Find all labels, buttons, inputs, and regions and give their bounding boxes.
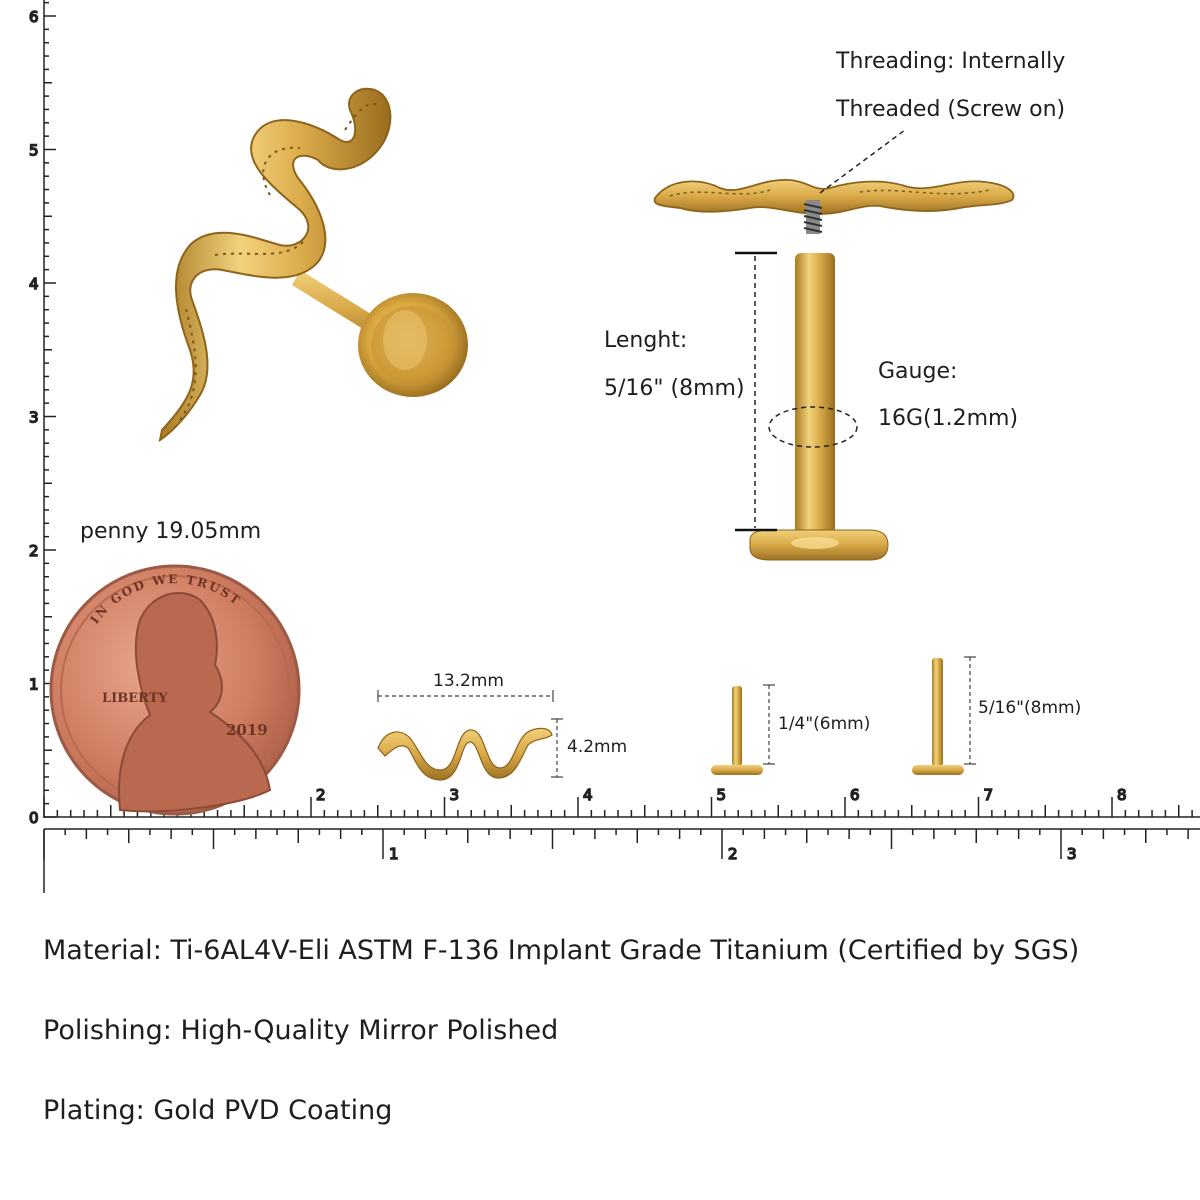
vruler-label: 4 bbox=[29, 275, 39, 293]
penny-year-text: 2019 bbox=[226, 721, 268, 739]
hruler-cm-label: 8 bbox=[1117, 786, 1127, 804]
vertical-ruler: 0 1 2 3 4 5 6 bbox=[28, 0, 56, 828]
post-6mm bbox=[711, 684, 775, 775]
horizontal-ruler-cm: 2 3 4 5 6 7 8 bbox=[43, 785, 1200, 818]
penny-liberty-text: LIBERTY bbox=[102, 691, 168, 706]
small-snake-top bbox=[377, 690, 563, 781]
vruler-label: 0 bbox=[29, 809, 39, 827]
spec-material: Material: Ti-6AL4V-Eli ASTM F-136 Implan… bbox=[43, 935, 1080, 966]
vruler-label: 5 bbox=[29, 142, 39, 160]
post-8mm bbox=[912, 656, 976, 775]
post-8mm-label: 5/16"(8mm) bbox=[978, 698, 1082, 718]
snake-labret-image bbox=[158, 87, 468, 443]
penny-size-label: penny 19.05mm bbox=[80, 519, 262, 544]
spec-polishing: Polishing: High-Quality Mirror Polished bbox=[43, 1015, 559, 1046]
spec-plating: Plating: Gold PVD Coating bbox=[43, 1095, 393, 1126]
length-title: Lenght: bbox=[604, 328, 688, 353]
threading-label-line1: Threading: Internally bbox=[836, 49, 1066, 74]
vruler-label: 1 bbox=[29, 676, 39, 694]
snake-top-side-view bbox=[653, 129, 1015, 234]
gauge-title: Gauge: bbox=[878, 359, 958, 384]
gauge-value: 16G(1.2mm) bbox=[878, 406, 1019, 431]
threading-label-line2: Threaded (Screw on) bbox=[836, 97, 1066, 122]
hruler-cm-label: 7 bbox=[984, 786, 994, 804]
hruler-in-label: 1 bbox=[389, 845, 399, 863]
hruler-cm-label: 4 bbox=[583, 786, 593, 804]
post-6mm-label: 1/4"(6mm) bbox=[778, 714, 871, 734]
vruler-label: 2 bbox=[29, 542, 39, 560]
penny-image: LIBERTY 2019 IN GOD WE TRUST bbox=[49, 564, 301, 816]
vruler-label: 3 bbox=[29, 409, 39, 427]
top-height-label: 4.2mm bbox=[567, 737, 628, 757]
labret-post-side-view bbox=[735, 251, 889, 561]
length-value: 5/16" (8mm) bbox=[604, 376, 745, 401]
hruler-cm-label: 3 bbox=[450, 786, 460, 804]
vruler-label: 6 bbox=[29, 8, 39, 26]
hruler-in-label: 2 bbox=[728, 845, 738, 863]
top-width-label: 13.2mm bbox=[433, 671, 504, 691]
horizontal-ruler-inch: 1 2 3 bbox=[43, 828, 1200, 893]
hruler-cm-label: 5 bbox=[717, 786, 727, 804]
hruler-cm-label: 6 bbox=[850, 786, 860, 804]
hruler-in-label: 3 bbox=[1067, 845, 1077, 863]
hruler-cm-label: 2 bbox=[316, 786, 326, 804]
